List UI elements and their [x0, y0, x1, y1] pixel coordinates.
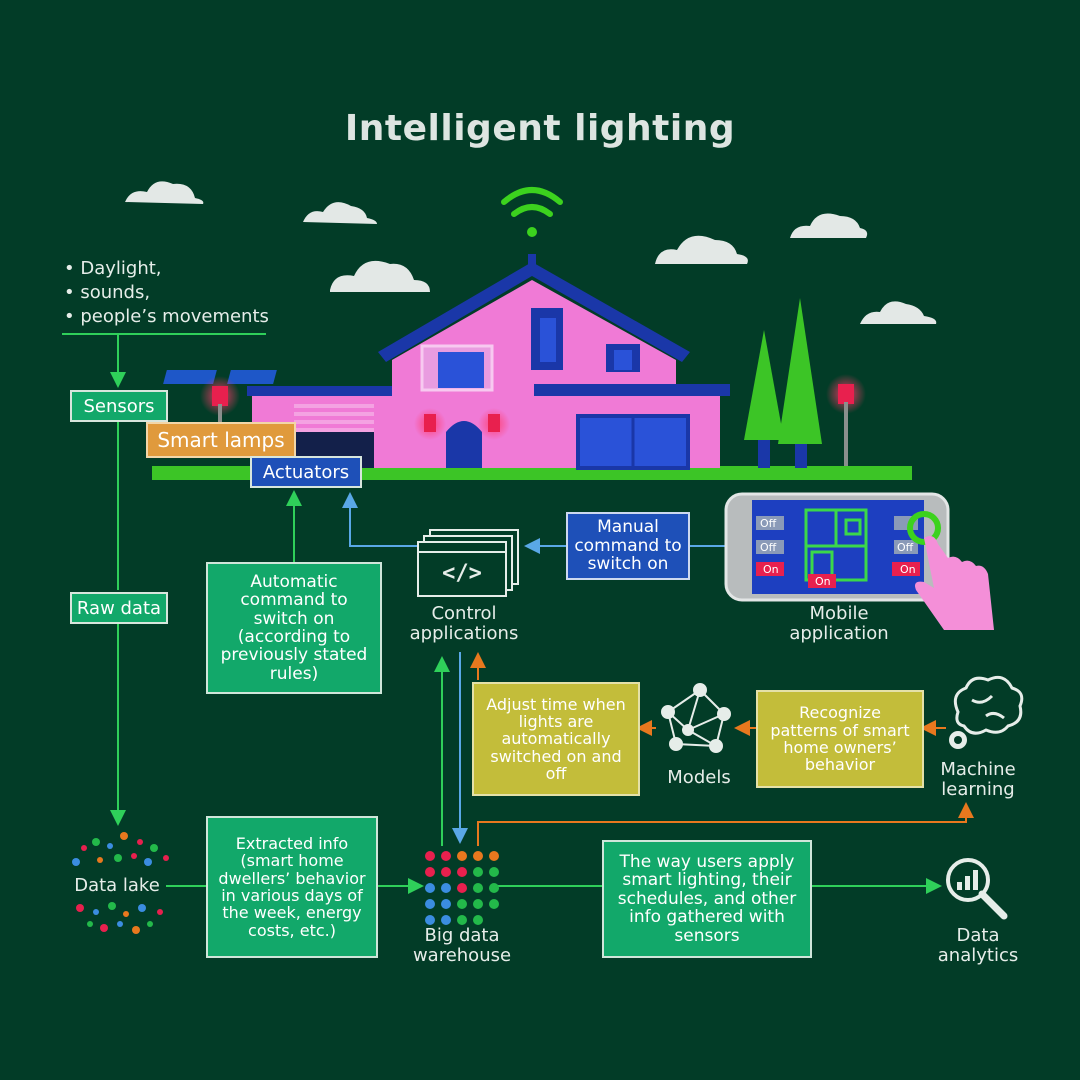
- warehouse-grid-icon: [425, 851, 499, 925]
- wifi-icon: [501, 187, 563, 237]
- phone-switch-on[interactable]: On: [763, 563, 779, 576]
- input-item-daylight: • Daylight,: [64, 258, 162, 279]
- phone-switch-on[interactable]: On: [900, 563, 916, 576]
- data-lake-icon: [72, 832, 169, 934]
- recognize-patterns-box: Recognize patterns of smart home owners’…: [756, 690, 924, 788]
- cloud-icon: [125, 181, 937, 324]
- gear-icon: [949, 731, 967, 749]
- sensors-tag: Sensors: [70, 390, 168, 422]
- manual-command-box: Manual command to switch on: [566, 512, 690, 580]
- extracted-info-box: Extracted info (smart home dwellers’ beh…: [206, 816, 378, 958]
- data-analytics-label: Data analytics: [937, 925, 1019, 966]
- data-lake-label: Data lake: [74, 875, 160, 896]
- network-icon: [661, 683, 731, 753]
- phone-switch-on[interactable]: On: [815, 575, 831, 588]
- phone-icon[interactable]: [724, 492, 994, 630]
- mobile-application-label: Mobile application: [789, 603, 889, 644]
- tree-icon: [744, 298, 822, 468]
- brain-icon: [953, 675, 1024, 735]
- users-apply-box: The way users apply smart lighting, thei…: [602, 840, 812, 958]
- connectors: [62, 333, 974, 894]
- adjust-time-box: Adjust time when lights are automaticall…: [472, 682, 640, 796]
- code-icon: </>: [417, 529, 519, 597]
- control-applications-label: Control applications: [409, 603, 519, 644]
- big-data-warehouse-label: Big data warehouse: [412, 925, 512, 966]
- models-label: Models: [667, 767, 731, 788]
- phone-switch-off[interactable]: Off: [760, 517, 777, 530]
- automatic-command-box: Automatic command to switch on (accordin…: [206, 562, 382, 694]
- analytics-magnifier-icon: [946, 858, 1008, 920]
- input-item-sounds: • sounds,: [64, 282, 151, 303]
- phone-switch-off[interactable]: Off: [897, 541, 914, 554]
- input-item-movements: • people’s movements: [64, 306, 269, 327]
- code-glyph: </>: [442, 561, 482, 586]
- phone-switch-off[interactable]: Off: [760, 541, 777, 554]
- page-title: Intelligent lighting: [344, 108, 736, 149]
- house: [378, 254, 730, 470]
- smart-lamps-tag: Smart lamps: [146, 422, 296, 458]
- lamp-icon: [200, 374, 866, 466]
- machine-learning-label: Machine learning: [940, 759, 1016, 800]
- actuators-tag: Actuators: [250, 456, 362, 488]
- raw-data-tag: Raw data: [70, 592, 168, 624]
